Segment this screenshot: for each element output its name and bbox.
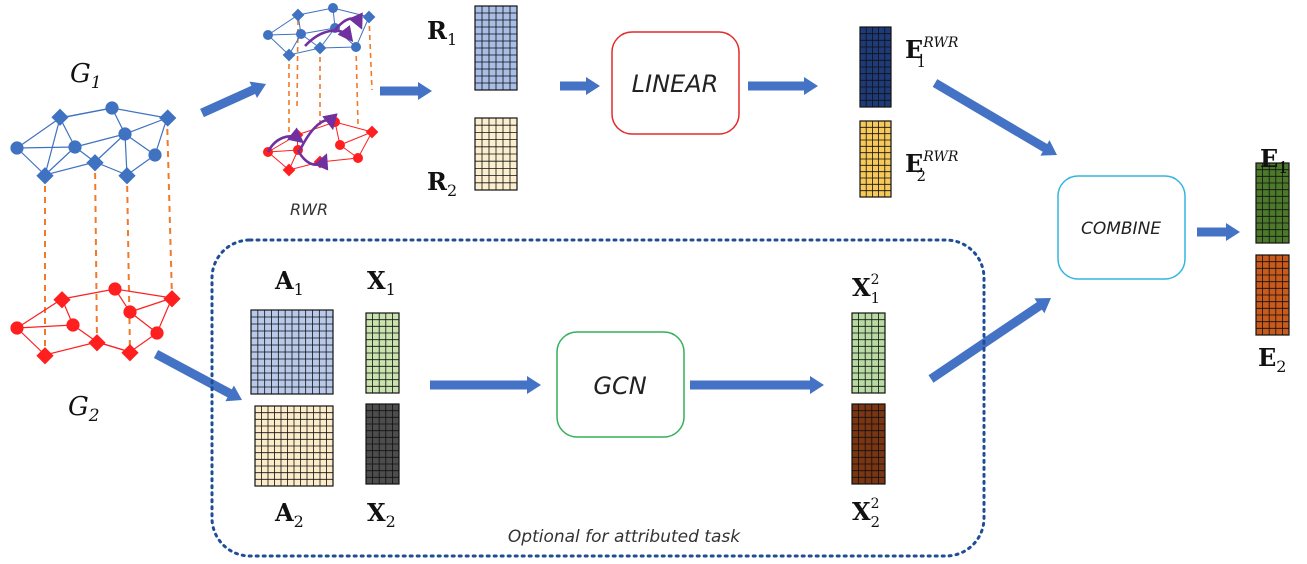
optional-caption: Optional for attributed task	[508, 527, 741, 547]
arrow-g1-to-rwr	[200, 81, 266, 118]
matrix-x2-2	[851, 403, 886, 485]
combine-label: COMBINE	[1081, 219, 1161, 239]
arrow-combine-to-e	[1197, 223, 1240, 241]
arrow-r-to-linear	[560, 77, 600, 95]
linear-label: LINEAR	[632, 70, 719, 98]
r1-label: R1	[427, 16, 457, 49]
arrow-rwr-to-r	[380, 82, 432, 100]
rwr-caption: RWR	[290, 200, 328, 219]
graph-correspondence-lines	[44, 117, 173, 355]
gcn-box	[556, 331, 685, 438]
graph-g1-label: G1	[70, 59, 102, 93]
arrow-linear-to-erwr	[748, 77, 818, 95]
linear-box	[611, 31, 740, 135]
matrix-x2	[365, 403, 400, 485]
matrix-e2	[1255, 254, 1290, 336]
matrix-r1	[474, 5, 518, 91]
e2-label: E2	[1258, 343, 1286, 376]
matrix-e2-rwr	[859, 120, 892, 198]
graph-g1	[10, 101, 177, 185]
x1-label: X1	[367, 266, 396, 299]
matrix-x1	[365, 312, 400, 394]
a2-label: A2	[274, 498, 304, 531]
optional-region	[210, 238, 986, 558]
matrices	[250, 5, 1290, 487]
matrix-r2	[474, 117, 518, 191]
matrix-a2	[254, 405, 334, 487]
e1-label: E1	[1260, 144, 1288, 177]
arrow-matrices-to-gcn	[430, 376, 541, 394]
matrix-e1	[1255, 162, 1290, 244]
arrow-erwr-to-combine	[932, 79, 1057, 156]
matrix-a1	[250, 309, 334, 395]
arrow-g2-to-optional	[153, 350, 242, 402]
combine-box	[1057, 175, 1186, 280]
matrix-e1-rwr	[859, 26, 892, 108]
r2-label: R2	[427, 167, 457, 200]
graph-g2-label: G2	[68, 392, 100, 426]
gcn-label: GCN	[593, 372, 646, 400]
flow-arrows	[153, 77, 1240, 402]
x2-label: X2	[367, 498, 396, 531]
a1-label: A1	[274, 266, 304, 299]
rwr-illustration	[263, 3, 379, 177]
graph-g2	[10, 282, 181, 365]
arrow-x2-to-combine	[928, 298, 1051, 383]
arrow-gcn-to-x2	[690, 376, 824, 394]
matrix-x1-2	[851, 312, 886, 394]
